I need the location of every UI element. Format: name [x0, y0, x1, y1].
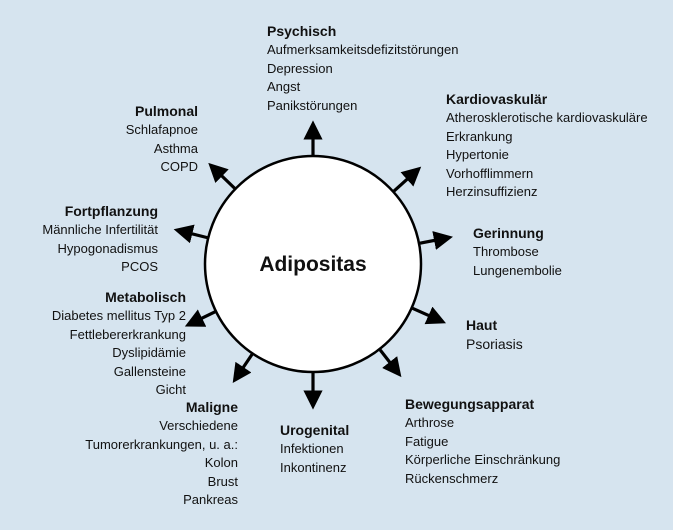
group-haut: Haut Psoriasis — [466, 316, 523, 354]
group-title: Gerinnung — [473, 225, 544, 241]
group-title: Pulmonal — [134, 103, 198, 119]
list-item: Herzinsuffizienz — [446, 184, 538, 200]
group-title: Urogenital — [280, 422, 350, 438]
list-item: Dyslipidämie — [112, 345, 186, 361]
list-item: Schlafapnoe — [125, 122, 198, 137]
arrow-metabolisch — [184, 309, 216, 327]
list-item: Vorhofflimmern — [446, 165, 534, 181]
list-item: Hypogonadismus — [57, 240, 158, 256]
list-item: Depression — [267, 60, 333, 76]
list-item: Männliche Infertilität — [42, 222, 158, 237]
list-item: Kolon — [204, 455, 238, 471]
list-item: Tumorerkrankungen, u. a.: — [85, 436, 238, 452]
list-item: Angst — [267, 79, 301, 95]
list-item: Arthrose — [405, 415, 455, 430]
group-metabolisch: Metabolisch Diabetes mellitus Typ 2 Fett… — [52, 288, 186, 400]
list-item: Panikstörungen — [267, 97, 358, 113]
list-item: Atherosklerotische kardiovaskuläre — [446, 110, 648, 125]
arrow-kardiovaskulaer — [392, 166, 422, 193]
arrow-bewegungsapparat — [378, 348, 402, 378]
list-item: Gicht — [155, 382, 186, 398]
list-item: Gallensteine — [113, 363, 186, 379]
list-item: Rückenschmerz — [405, 470, 499, 486]
group-urogenital: Urogenital Infektionen Inkontinenz — [280, 421, 349, 477]
group-psychisch: Psychisch Aufmerksamkeitsdefizitstörunge… — [267, 22, 458, 115]
group-gerinnung: Gerinnung Thrombose Lungenembolie — [473, 224, 562, 280]
list-item: Diabetes mellitus Typ 2 — [51, 308, 186, 323]
group-title: Bewegungsapparat — [405, 396, 535, 412]
group-fortpflanzung: Fortpflanzung Männliche Infertilität Hyp… — [42, 202, 158, 277]
list-item: COPD — [160, 159, 198, 175]
list-item: Körperliche Einschränkung — [405, 452, 561, 468]
list-item: Psoriasis — [466, 336, 523, 352]
list-item: Fettlebererkrankung — [69, 326, 186, 342]
list-item: Verschiedene — [159, 418, 238, 433]
group-title: Fortpflanzung — [64, 203, 158, 219]
list-item: Inkontinenz — [280, 459, 347, 475]
list-item: PCOS — [121, 259, 158, 275]
list-item: Asthma — [153, 140, 198, 156]
group-title: Psychisch — [267, 23, 337, 39]
list-item: Brust — [207, 473, 238, 489]
group-bewegungsapparat: Bewegungsapparat Arthrose Fatigue Körper… — [405, 395, 560, 488]
list-item: Aufmerksamkeitsdefizitstörungen — [267, 42, 459, 57]
center-label: Adipositas — [259, 253, 367, 276]
group-title: Maligne — [185, 399, 238, 415]
group-title: Kardiovaskulär — [446, 91, 548, 107]
group-kardiovaskulaer: Kardiovaskulär Atherosklerotische kardio… — [446, 90, 648, 202]
arrow-fortpflanzung — [173, 224, 208, 244]
center-circle — [203, 154, 423, 374]
arrow-gerinnung — [419, 231, 453, 250]
group-pulmonal: Pulmonal Schlafapnoe Asthma COPD — [126, 102, 198, 177]
list-item: Erkrankung — [446, 128, 513, 144]
list-item: Thrombose — [473, 244, 539, 259]
group-title: Haut — [466, 317, 498, 333]
list-item: Fatigue — [405, 433, 449, 449]
arrow-haut — [411, 306, 447, 325]
list-item: Lungenembolie — [473, 262, 562, 278]
group-title: Metabolisch — [105, 289, 186, 305]
arrow-pulmonal — [208, 162, 236, 190]
list-item: Pankreas — [183, 492, 238, 508]
group-maligne: Maligne Verschiedene Tumorerkrankungen, … — [85, 398, 238, 510]
list-item: Hypertonie — [446, 147, 509, 163]
list-item: Infektionen — [280, 441, 344, 456]
arrow-maligne — [232, 353, 254, 384]
